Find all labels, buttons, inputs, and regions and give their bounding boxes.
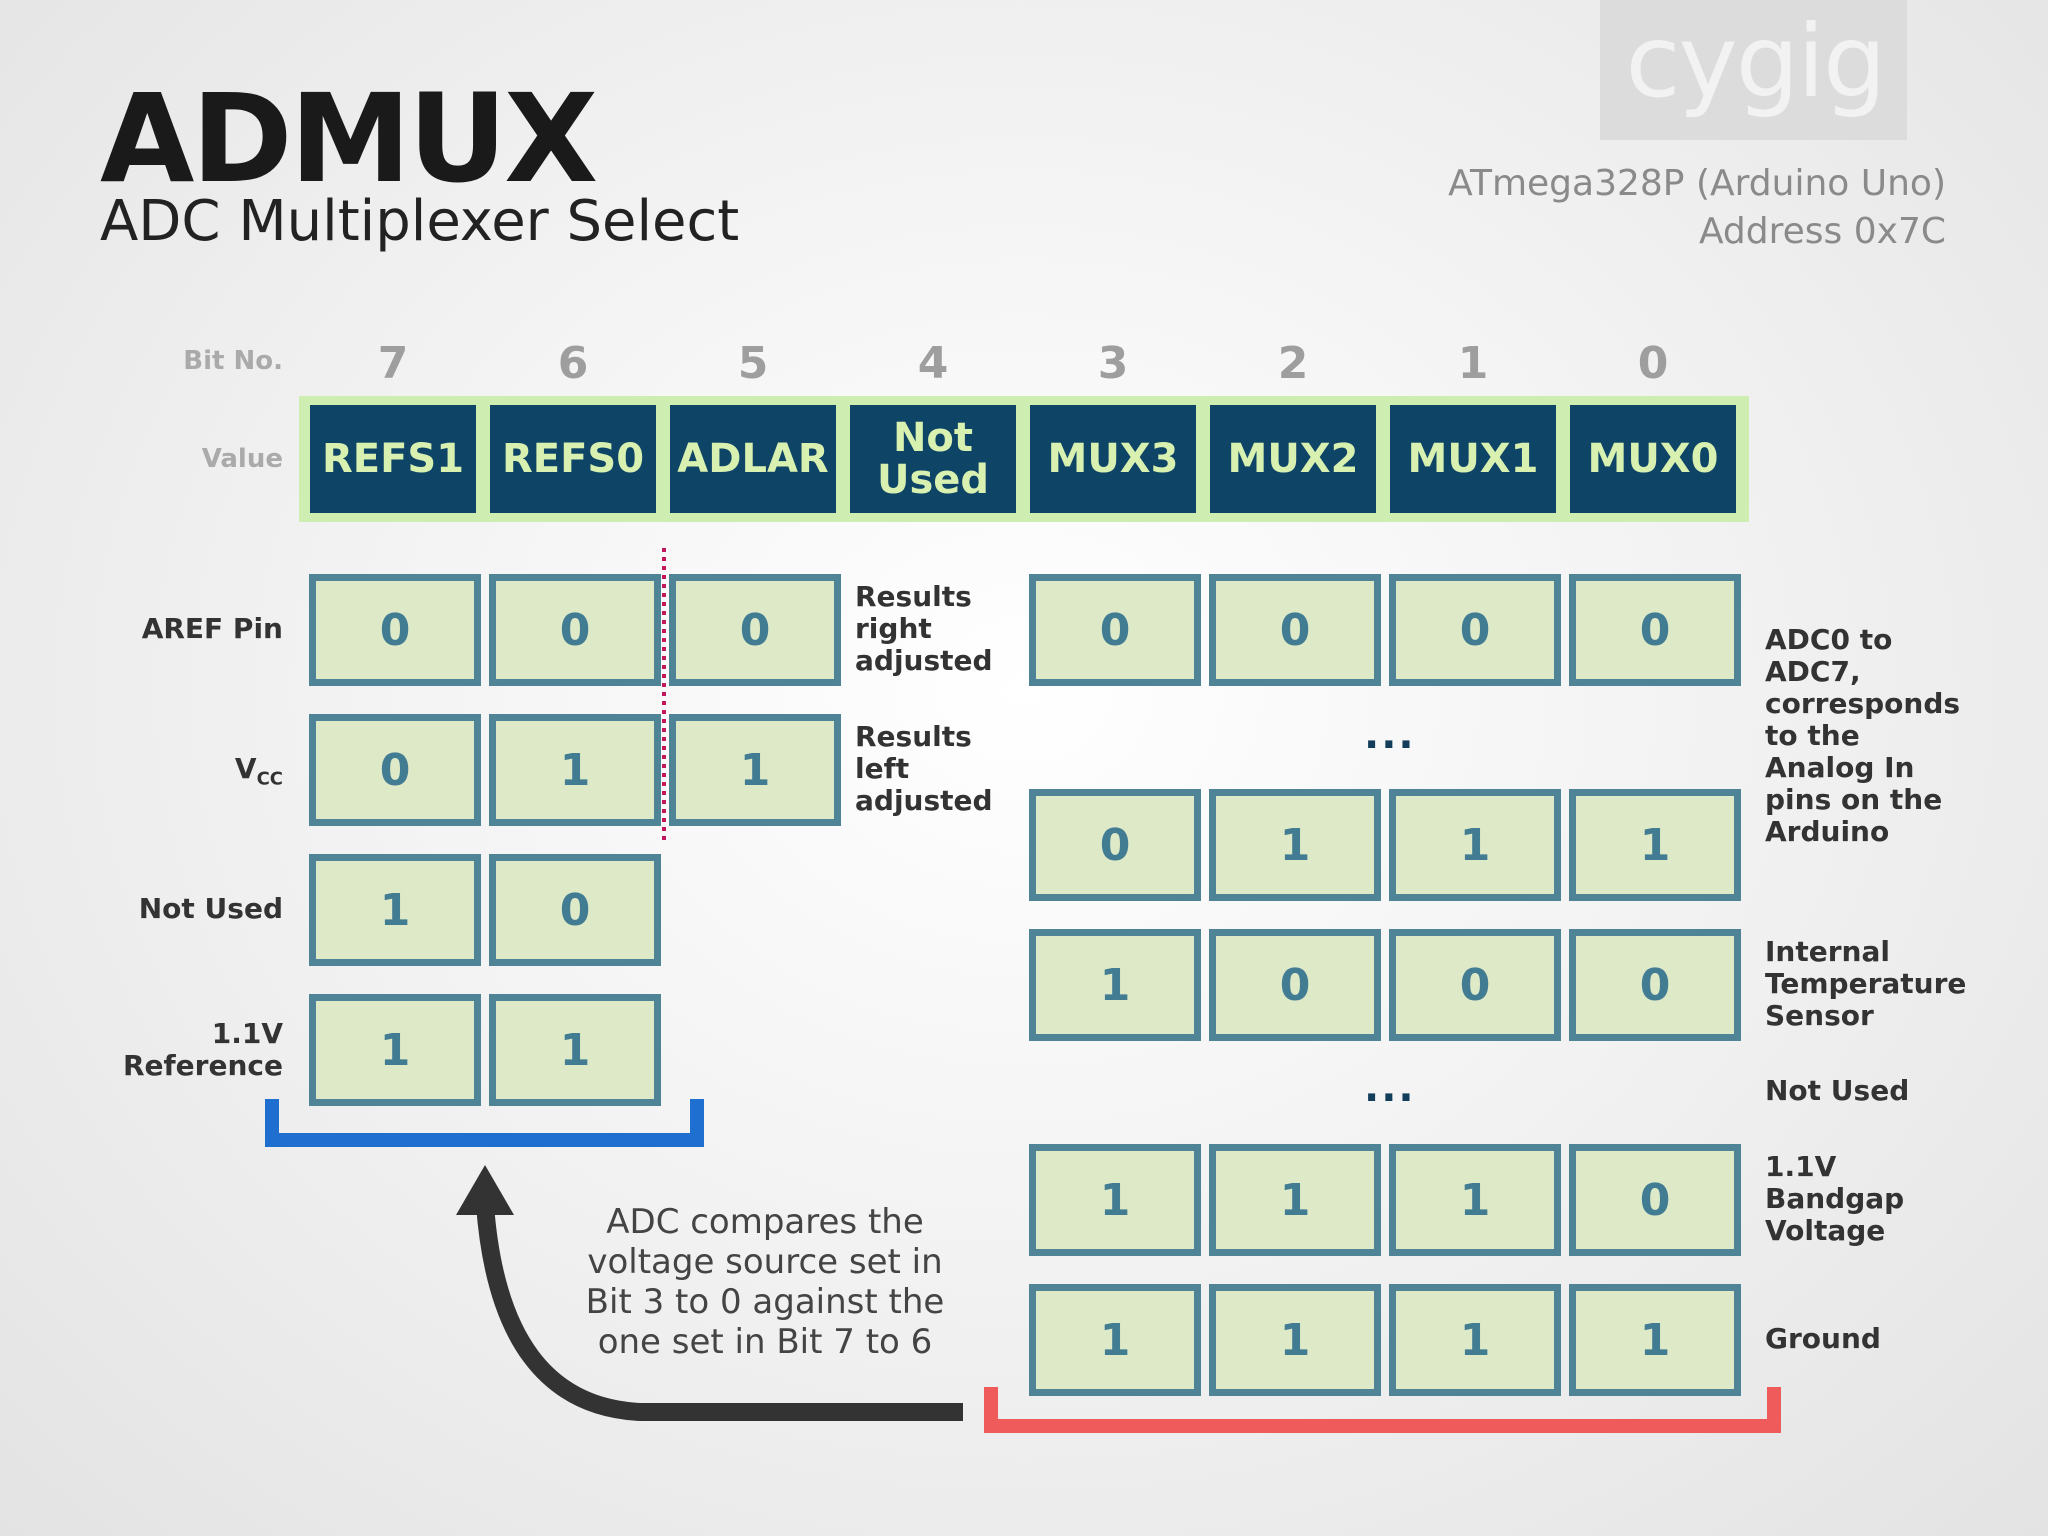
- note-right-adjusted: Results right adjusted: [855, 580, 993, 677]
- mux1-cell: 1: [1389, 789, 1561, 901]
- bit-name-cell: MUX1: [1390, 405, 1556, 513]
- refs0-cell: 1: [489, 994, 661, 1106]
- bit-name-cell: MUX2: [1210, 405, 1376, 513]
- mux3-cell: 1: [1029, 1144, 1201, 1256]
- mux3-cell: 0: [1029, 574, 1201, 686]
- mux3-cell: 1: [1029, 1284, 1201, 1396]
- mux0-cell: 0: [1569, 574, 1741, 686]
- bit-name-cell: REFS0: [490, 405, 656, 513]
- mux2-cell: 1: [1209, 1284, 1381, 1396]
- feedback-arrowhead: [456, 1165, 514, 1215]
- mux0-cell: 0: [1569, 1144, 1741, 1256]
- refs-bracket: [265, 1099, 704, 1147]
- refs0-cell: 1: [489, 714, 661, 826]
- mux-bracket: [984, 1387, 1781, 1433]
- mux2-cell: 1: [1209, 1144, 1381, 1256]
- bit-number: 1: [1457, 338, 1489, 389]
- refs1-cell: 1: [309, 994, 481, 1106]
- ellipsis: ...: [1364, 712, 1416, 758]
- mux3-cell: 1: [1029, 929, 1201, 1041]
- mux1-cell: 1: [1389, 1284, 1561, 1396]
- bit-number: 0: [1637, 338, 1669, 389]
- bit-number: 4: [917, 338, 949, 389]
- comparison-caption: ADC compares the voltage source set in B…: [585, 1202, 945, 1362]
- page-subtitle: ADC Multiplexer Select: [100, 189, 740, 254]
- refs0-cell: 0: [489, 854, 661, 966]
- mux2-cell: 0: [1209, 574, 1381, 686]
- note-bandgap-voltage: 1.1V Bandgap Voltage: [1765, 1150, 1905, 1247]
- mux0-cell: 1: [1569, 789, 1741, 901]
- logo-background: [1600, 0, 1907, 140]
- adlar-cell: 1: [669, 714, 841, 826]
- register-address: Address 0x7C: [1698, 211, 1946, 252]
- bit-name-cell: Not Used: [850, 405, 1016, 513]
- feedback-arrow-shaft: [476, 1204, 963, 1421]
- mux1-cell: 0: [1389, 574, 1561, 686]
- row-label-not-used: Not Used: [138, 892, 283, 925]
- mux1-cell: 1: [1389, 1144, 1561, 1256]
- adlar-cell: 0: [669, 574, 841, 686]
- bit-number: 6: [557, 338, 589, 389]
- logo: cygig: [1625, 3, 1887, 120]
- bit-number: 5: [737, 338, 769, 389]
- bit-name-cell: REFS1: [310, 405, 476, 513]
- mux3-cell: 0: [1029, 789, 1201, 901]
- note-left-adjusted: Results left adjusted: [855, 720, 993, 817]
- refs0-cell: 0: [489, 574, 661, 686]
- refs1-cell: 0: [309, 574, 481, 686]
- note-ground: Ground: [1765, 1322, 1881, 1355]
- mux0-cell: 0: [1569, 929, 1741, 1041]
- note-adc-channels: ADC0 to ADC7, corresponds to the Analog …: [1765, 623, 1961, 848]
- chip-info: ATmega328P (Arduino Uno) Address 0x7C: [1448, 160, 1946, 256]
- bit-name-cell: MUX0: [1570, 405, 1736, 513]
- mux0-cell: 1: [1569, 1284, 1741, 1396]
- row-label-vcc: VCC: [234, 752, 283, 790]
- bit-number: 7: [377, 338, 409, 389]
- row-label-1v1-reference: 1.1V Reference: [122, 1017, 283, 1082]
- bit-number-label: Bit No.: [183, 346, 283, 376]
- bit-name-cell: MUX3: [1030, 405, 1196, 513]
- bit-number: 3: [1097, 338, 1129, 389]
- note-not-used: Not Used: [1765, 1074, 1910, 1107]
- value-label: Value: [201, 444, 283, 474]
- mux2-cell: 1: [1209, 789, 1381, 901]
- page-title: ADMUX: [100, 68, 598, 210]
- row-label-aref: AREF Pin: [141, 612, 283, 645]
- note-temperature-sensor: Internal Temperature Sensor: [1765, 935, 1967, 1032]
- mux1-cell: 0: [1389, 929, 1561, 1041]
- refs1-cell: 1: [309, 854, 481, 966]
- refs1-cell: 0: [309, 714, 481, 826]
- bit-number: 2: [1277, 338, 1309, 389]
- mux2-cell: 0: [1209, 929, 1381, 1041]
- bit-name-cell: ADLAR: [670, 405, 836, 513]
- ellipsis: ...: [1364, 1065, 1416, 1111]
- chip-model: ATmega328P (Arduino Uno): [1448, 163, 1946, 204]
